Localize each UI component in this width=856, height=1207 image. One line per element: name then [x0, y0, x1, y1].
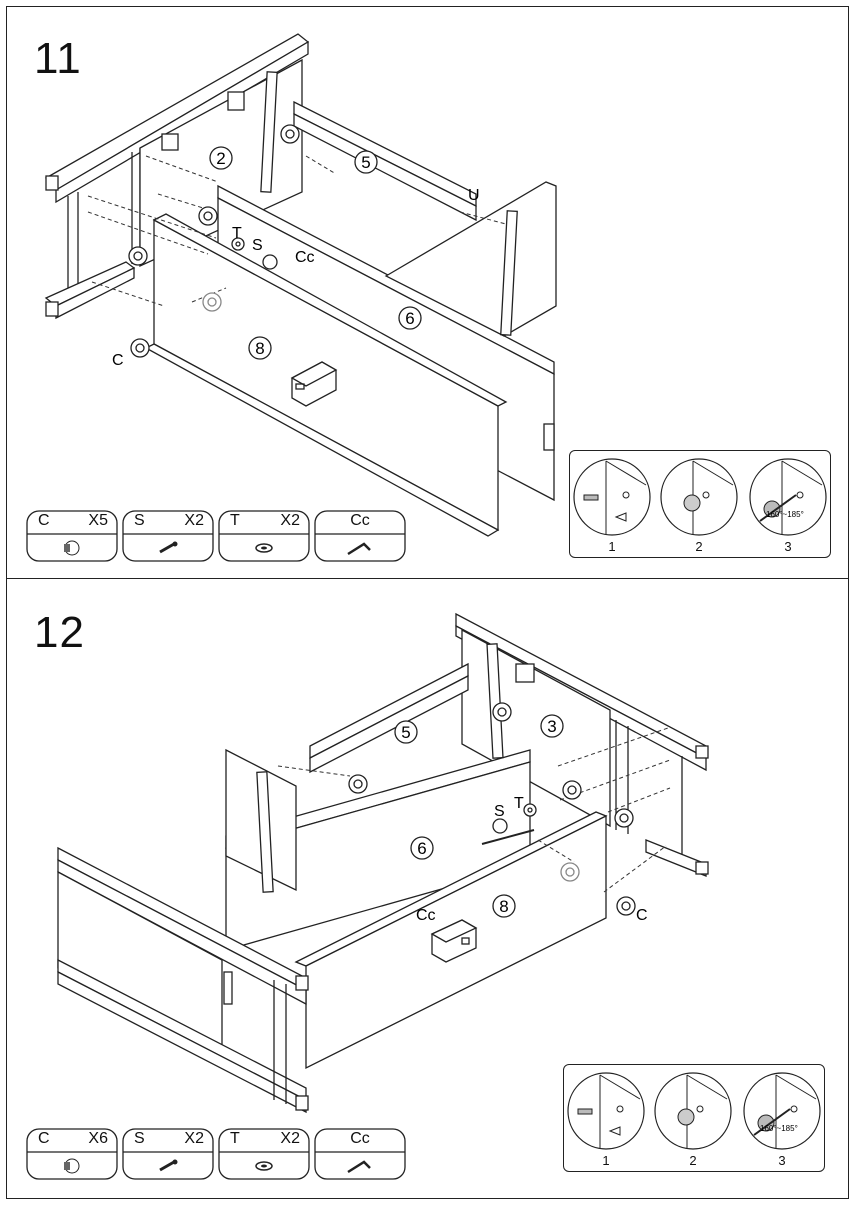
part-card-screw: S X2	[122, 1128, 214, 1180]
callout-label: 5	[361, 153, 370, 172]
step-number: 11	[34, 34, 82, 83]
part-code: Cc	[350, 512, 370, 529]
washer-icon	[255, 543, 273, 553]
part-quantity: X6	[88, 1130, 108, 1147]
rotation-angle-label: 160°~185°	[760, 1124, 798, 1133]
detail-circle-3	[749, 458, 827, 536]
part-code: S	[134, 1130, 145, 1147]
callout-circle-8	[248, 336, 272, 360]
part-card-washer: T X2	[218, 510, 310, 562]
callout-circle-2	[209, 146, 233, 170]
part-quantity: X2	[280, 512, 300, 529]
detail-step-label: 3	[778, 1153, 786, 1168]
part-letter: S	[252, 237, 263, 254]
callout-label: 5	[401, 723, 410, 742]
detail-circle-1	[573, 458, 651, 536]
part-card-cam-lock: C X5	[26, 510, 118, 562]
part-letter: Cc	[295, 249, 315, 266]
part-quantity: X5	[88, 512, 108, 529]
part-card-allen-key: Cc	[314, 510, 406, 562]
callout-label: 8	[499, 897, 508, 916]
part-letter: T	[232, 225, 242, 242]
part-code: T	[230, 1130, 240, 1147]
step-number: 12	[34, 608, 85, 657]
step-11-assembly-drawing: 2 5 6 8 U T S Cc C	[44, 33, 557, 537]
step-12-panel: 12	[6, 580, 849, 1180]
cam-lock-detail-box: 160°~185° 1 2 3	[569, 450, 831, 558]
callout-label: 2	[216, 149, 225, 168]
callout-label: 6	[417, 839, 426, 858]
detail-step-label: 1	[608, 539, 616, 554]
part-card-washer: T X2	[218, 1128, 310, 1180]
part-letter: T	[514, 795, 524, 812]
parts-list: C X6 S X2 T X2 Cc	[26, 1128, 406, 1180]
detail-step-label: 2	[695, 539, 703, 554]
cam-lock-icon	[64, 540, 80, 556]
part-quantity: X2	[184, 512, 204, 529]
detail-circle-2	[660, 458, 738, 536]
part-code: Cc	[350, 1130, 370, 1147]
instruction-sheet	[6, 6, 849, 1199]
part-card-cam-lock: C X6	[26, 1128, 118, 1180]
part-card-allen-key: Cc	[314, 1128, 406, 1180]
callout-label: 3	[547, 717, 556, 736]
rotation-angle-label: 160°~185°	[766, 510, 804, 519]
callout-label: 6	[405, 309, 414, 328]
part-code: T	[230, 512, 240, 529]
screw-icon	[159, 541, 178, 554]
part-card-screw: S X2	[122, 510, 214, 562]
cam-lock-icon	[64, 1158, 80, 1174]
allen-key-icon	[347, 542, 371, 556]
callout-circle-6	[398, 306, 422, 330]
part-letter: U	[468, 187, 480, 204]
part-letter: C	[636, 907, 648, 924]
part-quantity: X2	[280, 1130, 300, 1147]
detail-step-label: 1	[602, 1153, 610, 1168]
cam-lock-detail-box: 160°~185° 1 2 3	[563, 1064, 825, 1172]
screw-icon	[159, 1159, 178, 1172]
allen-key-icon	[347, 1160, 371, 1174]
step-divider	[6, 578, 849, 579]
part-letter: C	[112, 352, 124, 369]
parts-list: C X5 S X2 T X2 Cc	[26, 510, 406, 562]
callout-label: 8	[255, 339, 264, 358]
callout-circle-5	[354, 150, 378, 174]
detail-step-label: 2	[689, 1153, 697, 1168]
part-code: C	[38, 512, 50, 529]
detail-step-label: 3	[784, 539, 792, 554]
washer-icon	[255, 1161, 273, 1171]
part-letter: Cc	[416, 907, 436, 924]
part-code: S	[134, 512, 145, 529]
step-11-panel: 11	[6, 6, 849, 578]
part-quantity: X2	[184, 1130, 204, 1147]
part-code: C	[38, 1130, 50, 1147]
part-letter: S	[494, 803, 505, 820]
step-12-assembly-drawing: 3 5 6 8 S T Cc C	[57, 612, 709, 1114]
